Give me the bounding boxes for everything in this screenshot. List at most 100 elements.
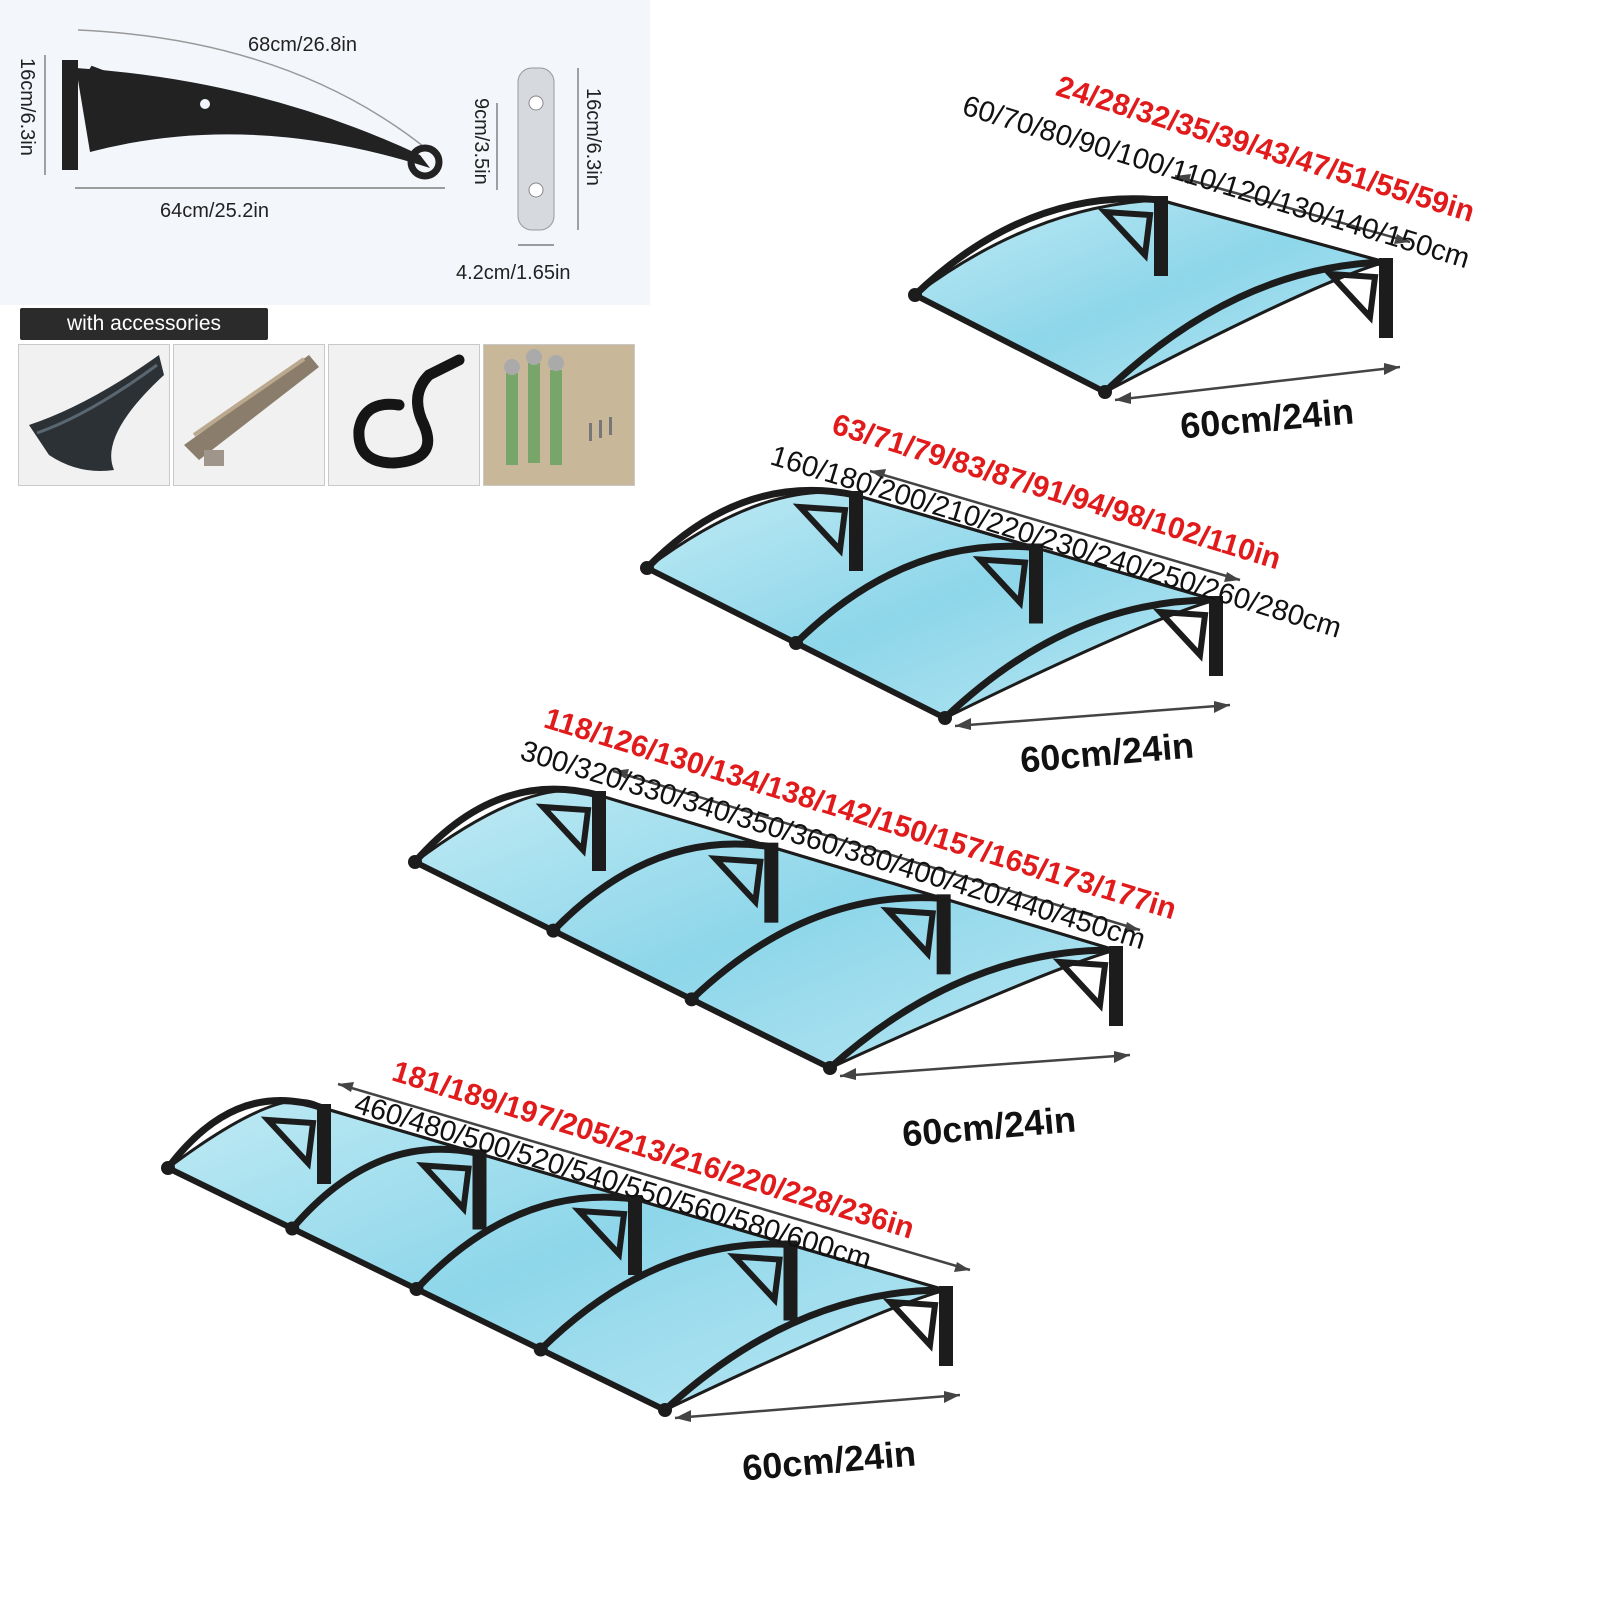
- awning-4-bracket-arm-5: [662, 1286, 946, 1413]
- awning-2-bracket-arm-2: [793, 542, 1036, 646]
- awning-4-bracket-strut-3: [571, 1207, 628, 1261]
- awning-1-depth-arrow: [1114, 365, 1401, 402]
- awning-2-width-arrow: [869, 469, 1241, 582]
- awning-3-bracket-plate-3: [936, 894, 951, 975]
- awning-1-bracket-end-2: [1098, 385, 1112, 399]
- awning-1-width-arrowhead-right: [1394, 234, 1410, 244]
- arc-dimension-line: [77, 29, 441, 161]
- awning-4-width-arrowhead-left: [338, 1082, 354, 1092]
- awning-4-bracket-arm-3: [413, 1193, 635, 1292]
- expansion-bolts-icon: [504, 349, 612, 465]
- awning-4-bracket-plate-1: [317, 1104, 331, 1184]
- awning-2-bracket-arm-1: [644, 486, 856, 571]
- awning-4-bracket-end-5: [658, 1403, 672, 1417]
- rubber-seal-icon: [353, 354, 465, 469]
- accessory-rail-tile: [173, 344, 325, 486]
- awning-4-bracket-end-3: [409, 1282, 424, 1296]
- awning-4-bracket-end-1: [161, 1161, 175, 1175]
- awning-3-bracket-arm-3: [689, 894, 943, 1002]
- accessory-seal-tile: [328, 344, 480, 486]
- awning-2-depth-arrowhead-right: [1214, 701, 1230, 713]
- awning-4-bracket-arm-4: [538, 1240, 790, 1352]
- awning-2-bracket-plate-1: [849, 491, 863, 571]
- awning-3-bracket-arm-1: [412, 785, 599, 865]
- awning-4-depth-arrow: [674, 1393, 961, 1420]
- awning-1-bracket-arm-1: [912, 195, 1161, 298]
- awning-4-bracket-arm-1: [165, 1097, 325, 1171]
- awning-3-depth-arrowhead-left: [840, 1068, 856, 1080]
- awning-1-bracket-end-1: [908, 288, 922, 302]
- awning-3-front-rail: [413, 859, 832, 1071]
- awning-2-width-arrowhead-left: [870, 469, 886, 479]
- base-length-label: 64cm/25.2in: [160, 200, 269, 222]
- awning-3-bracket-end-3: [684, 992, 699, 1007]
- awning-4-depth-arrowhead-left: [675, 1410, 691, 1422]
- awning-3-bracket-arm-2: [550, 840, 771, 934]
- awning-1-depth-arrowhead-right: [1384, 363, 1400, 375]
- awning-4-bracket-plate-5: [939, 1286, 953, 1366]
- awning-2-bracket-strut-1: [792, 503, 849, 557]
- gutter-profile-icon: [29, 355, 164, 471]
- awning-4-bracket-arm-2: [289, 1145, 480, 1231]
- awning-1-width-arrow: [1174, 174, 1411, 244]
- awning-4-width-arrow: [337, 1082, 971, 1272]
- awning-3-width-arrowhead-right: [1124, 922, 1140, 932]
- awning-2-bracket-end-1: [640, 561, 654, 575]
- awning-2-width-arrowhead-right: [1224, 572, 1240, 582]
- awning-3-bracket-arm-4: [827, 946, 1116, 1071]
- awning-1-bracket-strut-2: [1322, 270, 1379, 324]
- accessories-badge: with accessories: [20, 308, 268, 340]
- awning-4-bracket-strut-1: [260, 1116, 317, 1170]
- bracket-drawing: [44, 29, 579, 246]
- awning-4-bracket-plate-2: [472, 1149, 487, 1230]
- awning-1-bracket-strut-1: [1097, 208, 1154, 262]
- awning-4-depth-arrowhead-right: [944, 1391, 960, 1403]
- awning-4-width-arrowhead-right: [954, 1262, 970, 1272]
- bracket-strut: [86, 65, 177, 138]
- accessory-gutter-tile: [18, 344, 170, 486]
- awning-3-bracket-strut-3: [880, 906, 937, 961]
- awning-3-width-arrow: [612, 769, 1141, 932]
- awning-1-width-arrowhead-left: [1175, 174, 1191, 184]
- awning-3-width-arrowhead-left: [613, 769, 629, 779]
- plate-hole-bottom: [528, 182, 544, 198]
- awning-3-bracket-strut-4: [1052, 958, 1109, 1012]
- awning-3-depth-arrowhead-right: [1114, 1051, 1130, 1063]
- awning-4-bracket-strut-5: [882, 1298, 939, 1352]
- awning-2-bracket-end-3: [938, 711, 952, 725]
- awning-2-bracket-plate-2: [1029, 543, 1043, 624]
- awning-2-bracket-strut-2: [972, 556, 1029, 610]
- awning-1-bracket-plate-1: [1154, 196, 1168, 276]
- bracket-hole: [200, 99, 210, 109]
- awning-3-depth-arrow: [839, 1053, 1131, 1078]
- awning-2-bracket-plate-3: [1209, 596, 1223, 676]
- awning-2-depth-arrow: [954, 703, 1231, 728]
- awning-1-front-rail: [913, 292, 1107, 395]
- awning-3-bracket-plate-2: [764, 842, 779, 923]
- awning-3-bracket-end-1: [408, 855, 422, 869]
- awning-4-bracket-end-4: [533, 1342, 548, 1357]
- aluminium-rail-icon: [184, 355, 319, 466]
- awning-3-bracket-end-2: [546, 923, 561, 938]
- awning-3-bracket-strut-2: [707, 855, 764, 909]
- awning-4-bracket-end-2: [285, 1221, 300, 1236]
- bracket-wall-plate: [62, 60, 78, 170]
- awning-1-depth-arrowhead-left: [1115, 392, 1131, 404]
- awning-1-bracket-arm-2: [1102, 258, 1386, 395]
- awning-4-bracket-strut-4: [727, 1253, 783, 1307]
- awning-1-bracket-plate-2: [1379, 258, 1393, 338]
- arc-length-label: 68cm/26.8in: [248, 34, 357, 56]
- awning-2-bracket-strut-3: [1152, 608, 1209, 662]
- accessory-bolts-tile: [483, 344, 635, 486]
- awning-2-bracket-arm-3: [942, 596, 1216, 721]
- mount-plate: [517, 67, 555, 231]
- awning-2-depth-arrowhead-left: [955, 718, 971, 730]
- bracket-dimension-panel: 68cm/26.8in 64cm/25.2in 16cm/6.3in 9cm/3…: [0, 0, 650, 305]
- awning-4-bracket-plate-3: [628, 1195, 642, 1275]
- plate-width-label: 4.2cm/1.65in: [456, 262, 571, 284]
- awning-3-bracket-plate-4: [1109, 946, 1123, 1026]
- awning-4-bracket-strut-2: [416, 1162, 472, 1216]
- awning-3-back-rail: [597, 793, 1116, 952]
- awning-1-back-rail: [1159, 198, 1386, 264]
